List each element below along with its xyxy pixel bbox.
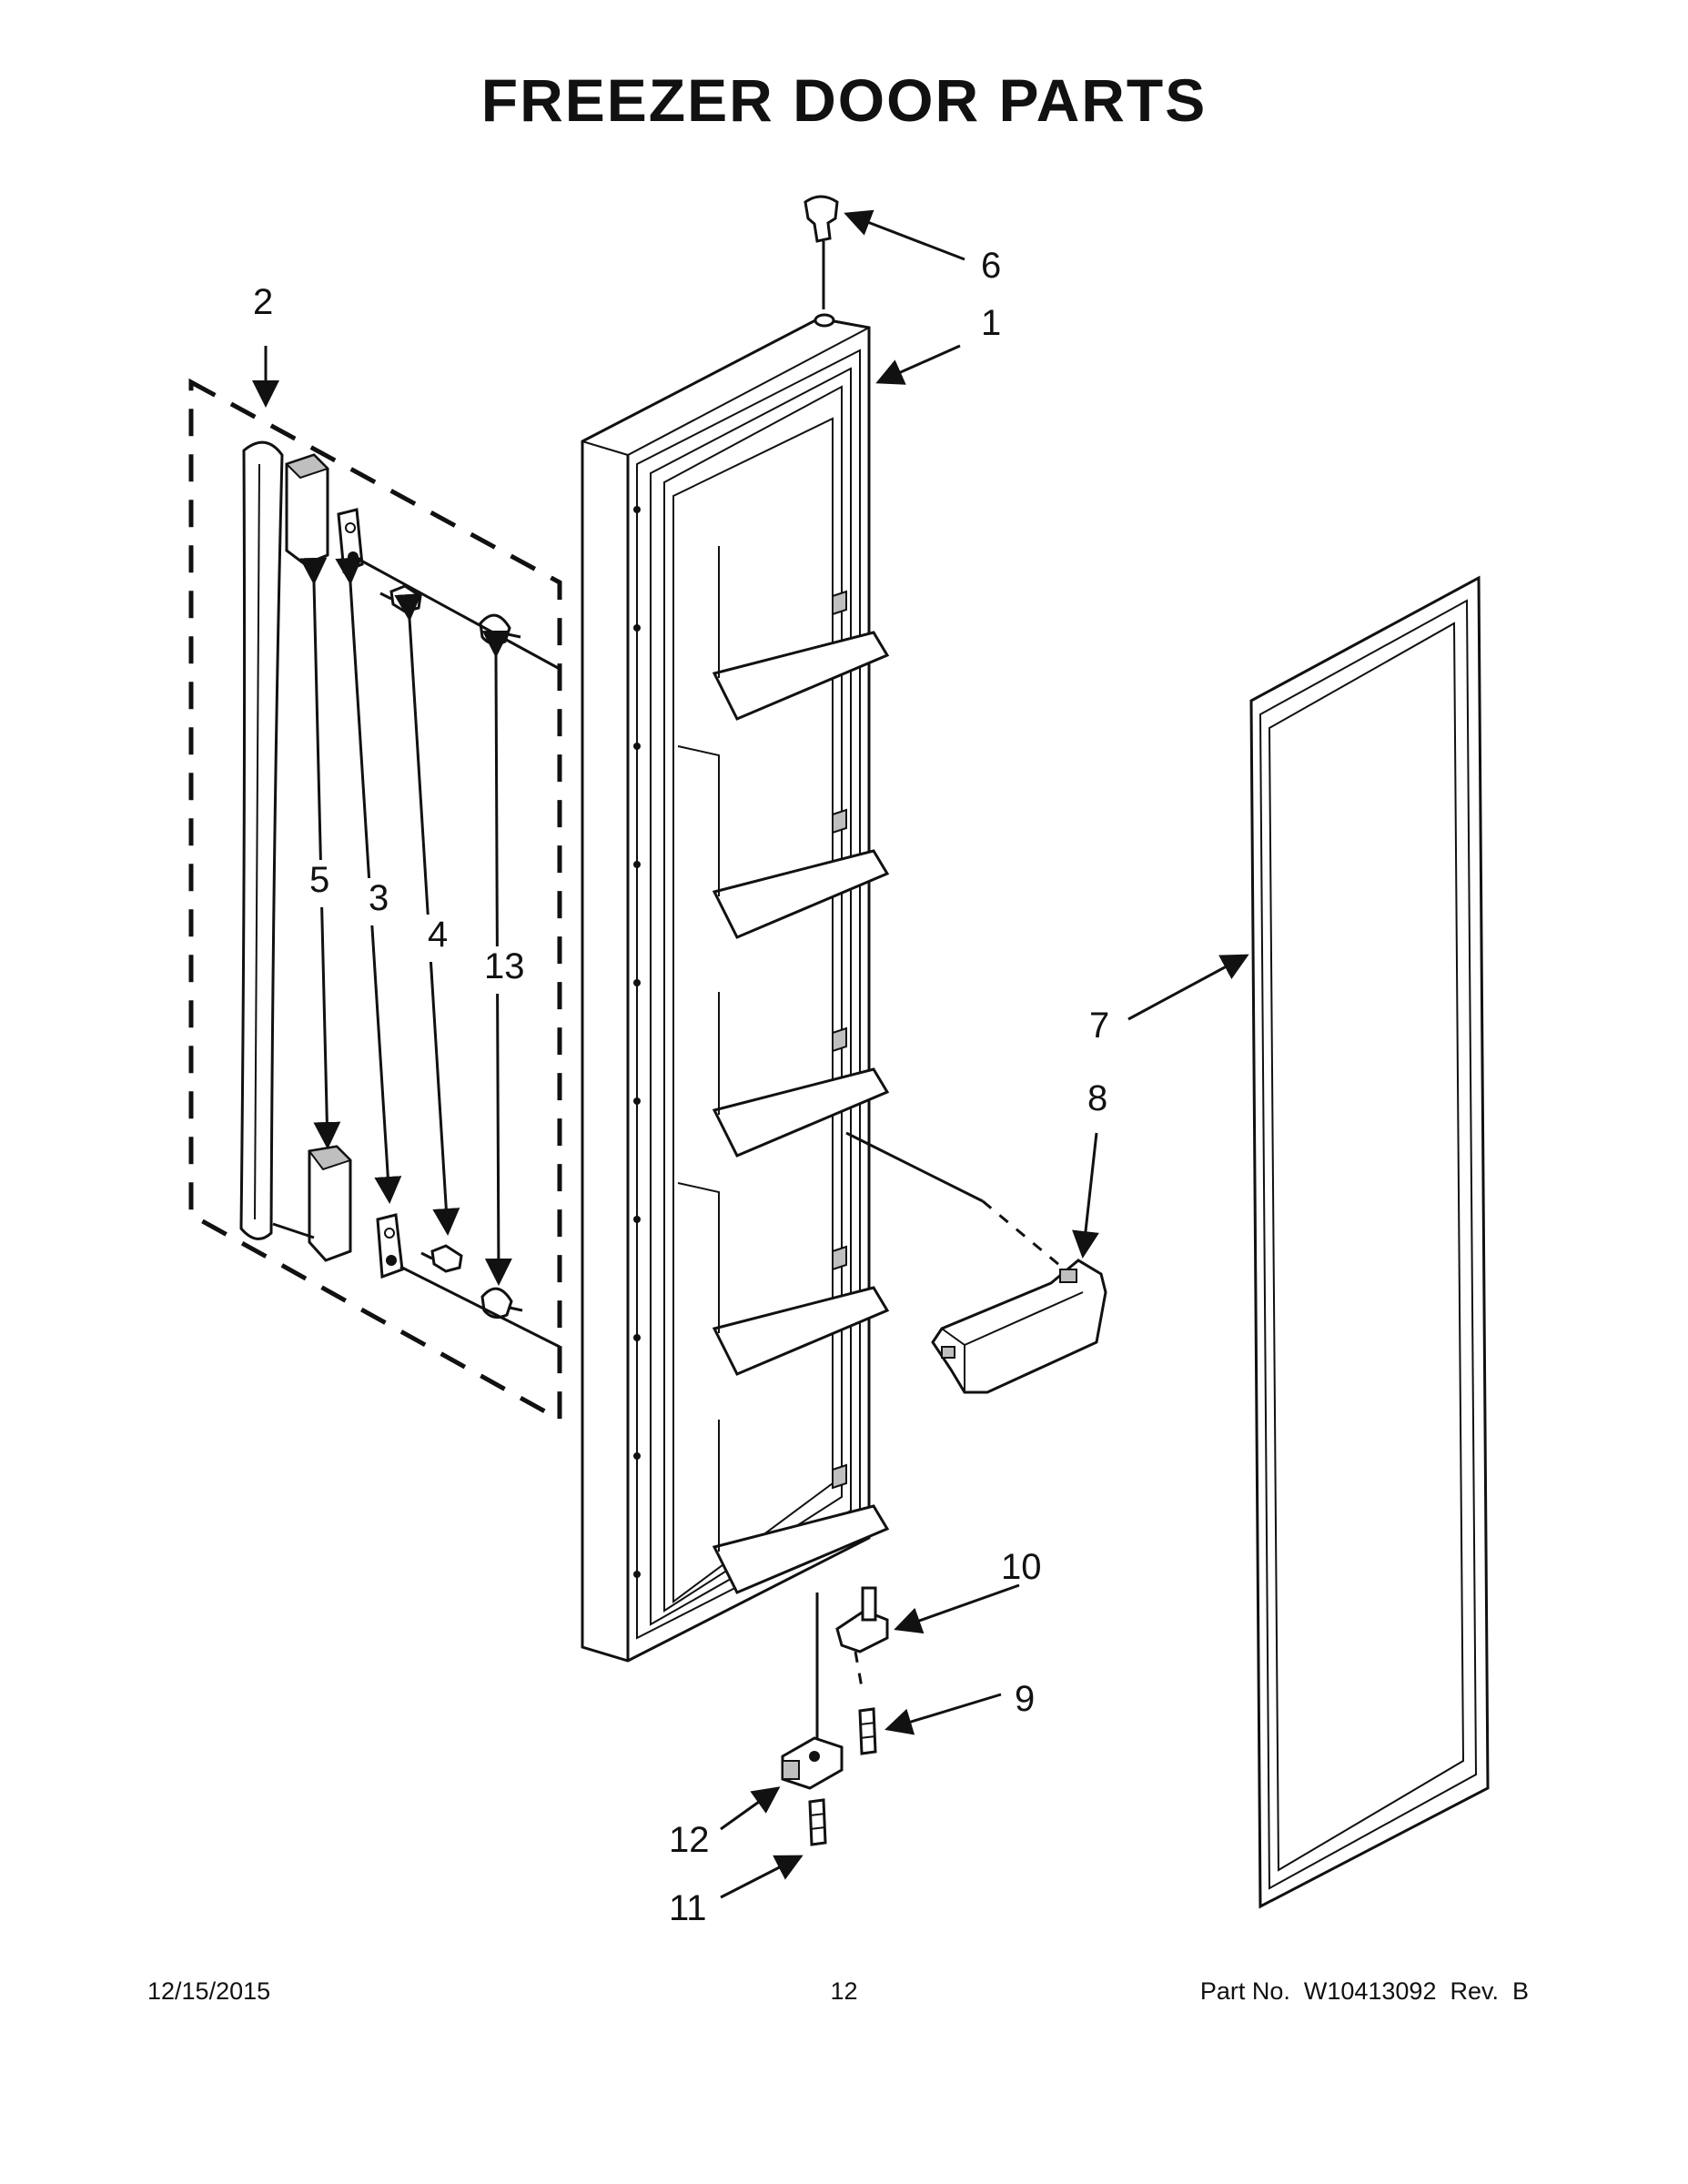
door-shelf-1	[712, 473, 890, 721]
footer-part-number: Part No. W10413092 Rev. B	[1199, 1977, 1529, 2005]
hinge-bracket	[781, 1592, 844, 1790]
callout-7: 7	[1089, 1006, 1109, 1046]
callout-6: 6	[981, 246, 1001, 286]
footer-date: 12/15/2015	[147, 1977, 271, 2005]
lower-hinge	[835, 1586, 889, 1694]
door-shelf-3	[712, 992, 890, 1158]
handle-assembly-group-box	[188, 378, 562, 1424]
handle-bracket-top	[337, 508, 364, 574]
door-shelf-5	[712, 1420, 890, 1594]
mounting-stud-bottom	[480, 1287, 523, 1320]
callout-12: 12	[669, 1820, 710, 1860]
handle-screw-bottom	[420, 1244, 463, 1273]
door-top-plug	[804, 195, 839, 328]
callout-5: 5	[309, 860, 329, 900]
door-shelf-4	[677, 1182, 890, 1376]
hinge-screw	[858, 1707, 877, 1755]
callout-8: 8	[1087, 1078, 1107, 1118]
footer-page-number: 12	[830, 1977, 858, 2005]
door-shelf-2	[677, 745, 890, 939]
door-bin	[931, 1259, 1107, 1394]
handle-end-cap-top	[285, 453, 329, 566]
callout-10: 10	[1001, 1547, 1042, 1587]
callout-11: 11	[669, 1888, 707, 1928]
page-title: FREEZER DOOR PARTS	[480, 66, 1208, 134]
handle-end-cap-bottom	[308, 1145, 352, 1262]
door-edge-screws	[633, 506, 641, 1578]
bracket-screw	[808, 1798, 827, 1846]
callout-13: 13	[484, 946, 525, 986]
callout-1: 1	[981, 303, 1001, 343]
callout-4: 4	[428, 915, 448, 955]
freezer-door	[581, 317, 890, 1663]
door-gasket	[1249, 575, 1490, 1909]
handle-bracket-bottom	[376, 1213, 404, 1279]
callout-2: 2	[253, 282, 273, 322]
callout-9: 9	[1015, 1679, 1035, 1719]
callout-3: 3	[369, 878, 389, 918]
door-handle	[239, 440, 284, 1240]
